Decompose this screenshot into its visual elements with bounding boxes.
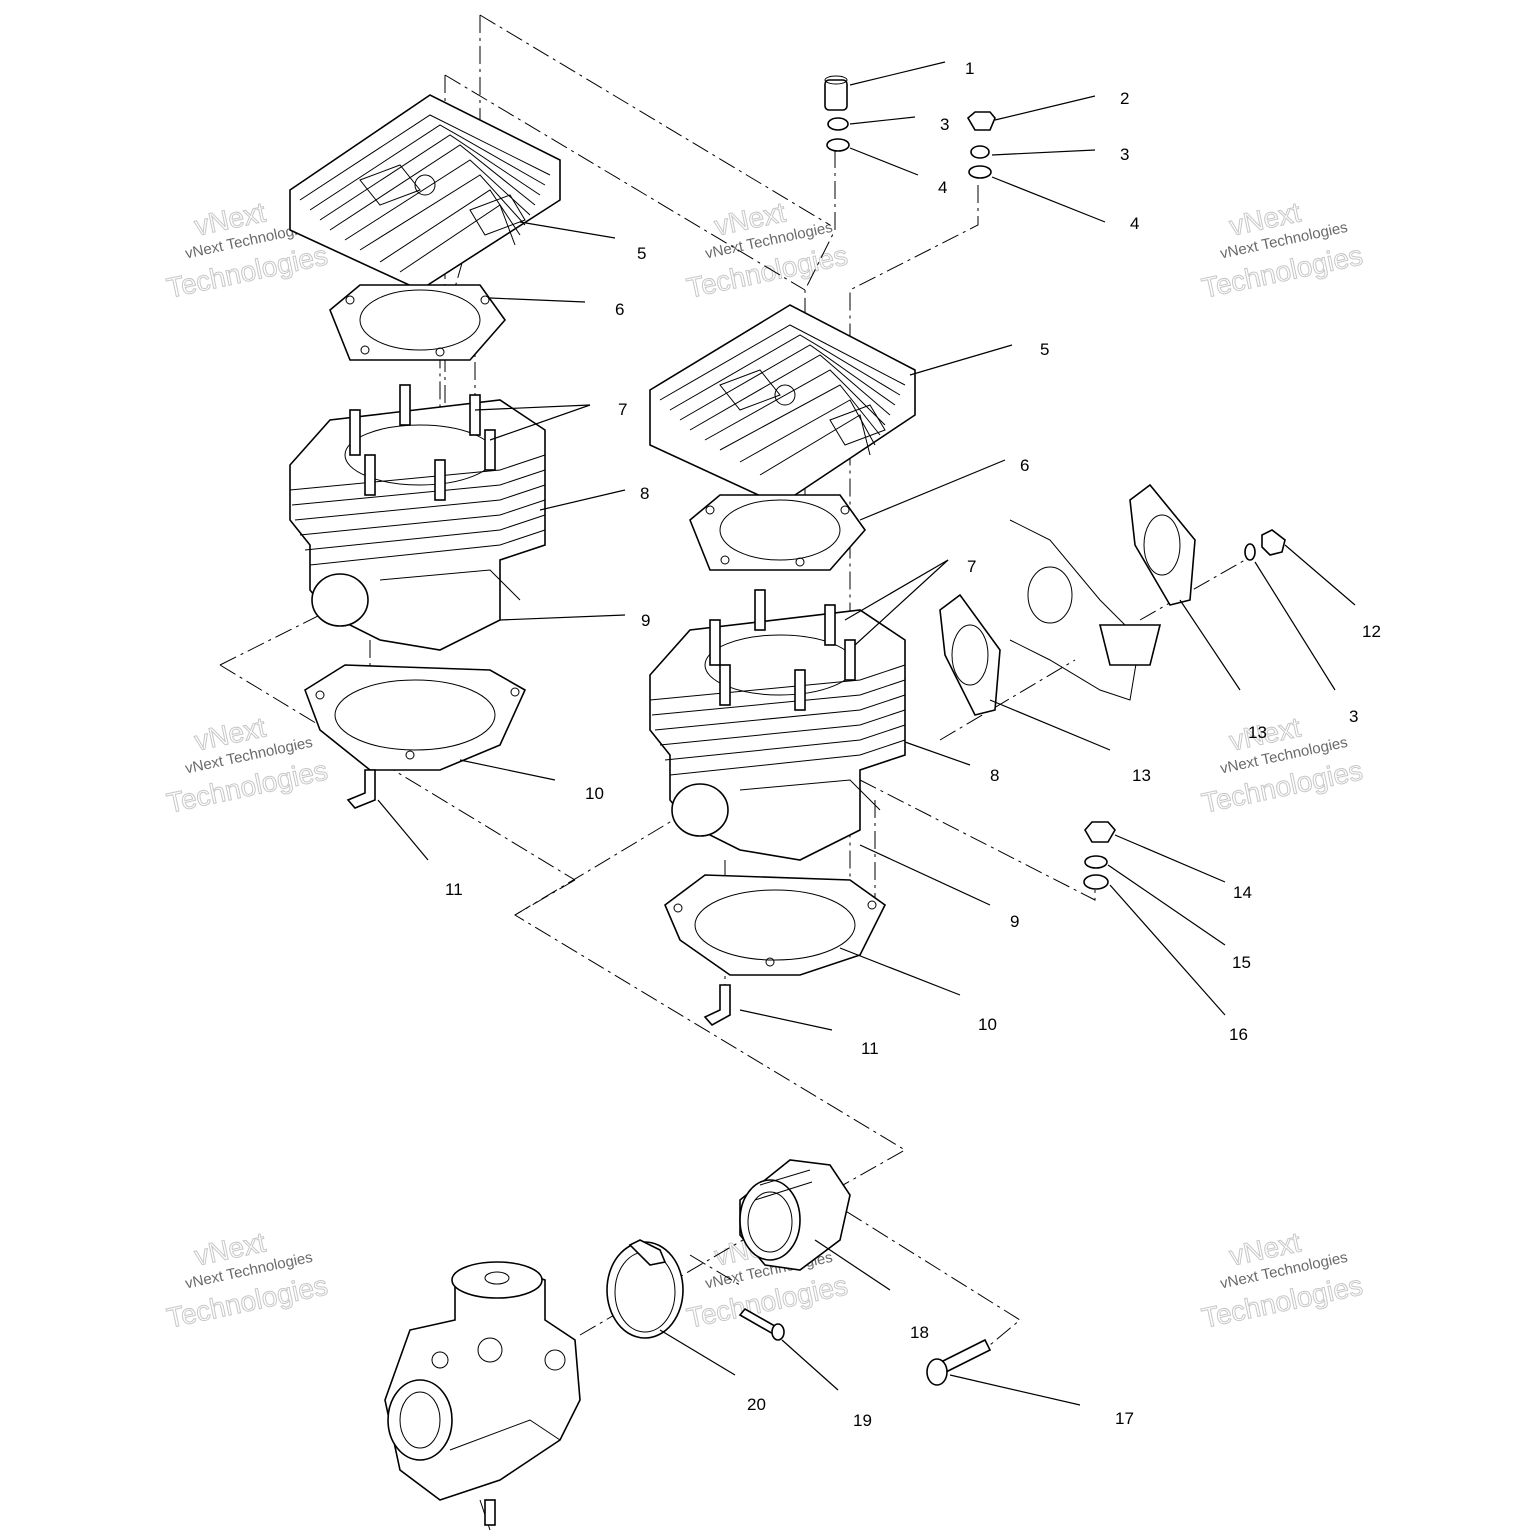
callout-6: 6 (615, 300, 624, 319)
exhaust-gasket-lower (939, 593, 1001, 716)
washer-part15 (1084, 855, 1108, 869)
washer-part3-left (827, 117, 849, 131)
watermark-mid-left: vNext vNext Technologies Technologies (164, 711, 331, 819)
leader-lines (377, 61, 1356, 1406)
callout-7: 7 (618, 400, 627, 419)
head-gasket-left (329, 284, 507, 361)
cylinder-head-left (289, 94, 561, 291)
callout-5: 5 (637, 244, 646, 263)
base-gasket-right (664, 874, 887, 976)
cylinder-left (289, 384, 546, 651)
callout-4: 4 (1130, 214, 1139, 233)
callout-3: 3 (1120, 145, 1129, 164)
callout-18: 18 (910, 1323, 929, 1342)
callout-6: 6 (1020, 456, 1029, 475)
callout-8: 8 (990, 766, 999, 785)
callout-13: 13 (1132, 766, 1151, 785)
callout-16: 16 (1229, 1025, 1248, 1044)
cylinder-head-right (649, 304, 916, 506)
washer-part16 (1083, 874, 1109, 890)
callout-10: 10 (585, 784, 604, 803)
washer-part4-left (826, 138, 850, 152)
washer-part3-exhaust (1244, 543, 1256, 561)
watermark-mid-right: vNext vNext Technologies Technologies (1199, 711, 1366, 819)
watermark-top-center: vNext vNext Technologies Technologies (684, 196, 851, 304)
callout-9: 9 (1010, 912, 1019, 931)
washer-part4-right (968, 165, 992, 179)
watermark-bottom-right: vNext vNext Technologies Technologies (1199, 1226, 1366, 1334)
base-gasket-left (304, 664, 527, 771)
callout-numbers: 1 2 3 3 4 4 5 6 5 7 6 8 7 9 12 13 3 8 13… (445, 59, 1381, 1430)
callout-7: 7 (967, 557, 976, 576)
watermark-bottom-left: vNext vNext Technologies Technologies (164, 1226, 331, 1334)
callout-14: 14 (1233, 883, 1252, 902)
cylinder-right (649, 589, 906, 861)
callout-3: 3 (940, 115, 949, 134)
screw-part19 (738, 1307, 785, 1341)
callout-17: 17 (1115, 1409, 1134, 1428)
callout-15: 15 (1232, 953, 1251, 972)
callout-12: 12 (1362, 622, 1381, 641)
callout-11: 11 (861, 1039, 879, 1058)
callout-3: 3 (1349, 707, 1358, 726)
callout-4: 4 (938, 178, 947, 197)
callout-5: 5 (1040, 340, 1049, 359)
clamp (606, 1239, 684, 1339)
carburetor (384, 1261, 581, 1531)
spacer-part1 (824, 75, 848, 111)
callout-20: 20 (747, 1395, 766, 1414)
nut-part2 (966, 111, 996, 131)
callout-10: 10 (978, 1015, 997, 1034)
fitting-left (346, 769, 376, 809)
callout-2: 2 (1120, 89, 1129, 108)
watermark-top-right: vNext vNext Technologies Technologies (1199, 196, 1366, 304)
fitting-right (703, 984, 731, 1027)
callout-19: 19 (853, 1411, 872, 1430)
callout-9: 9 (641, 611, 650, 630)
nut-part12 (1261, 529, 1286, 556)
nut-part14 (1084, 821, 1116, 843)
exhaust-plate (1009, 519, 1162, 701)
exhaust-gasket-upper (1129, 483, 1196, 606)
callout-13: 13 (1248, 723, 1267, 742)
intake-boot (739, 1159, 851, 1271)
callout-1: 1 (965, 59, 974, 78)
callout-8: 8 (640, 484, 649, 503)
head-gasket-right (689, 494, 867, 571)
washer-part3-right (970, 145, 990, 159)
callout-11: 11 (445, 880, 463, 899)
bolt-part17 (926, 1338, 992, 1386)
